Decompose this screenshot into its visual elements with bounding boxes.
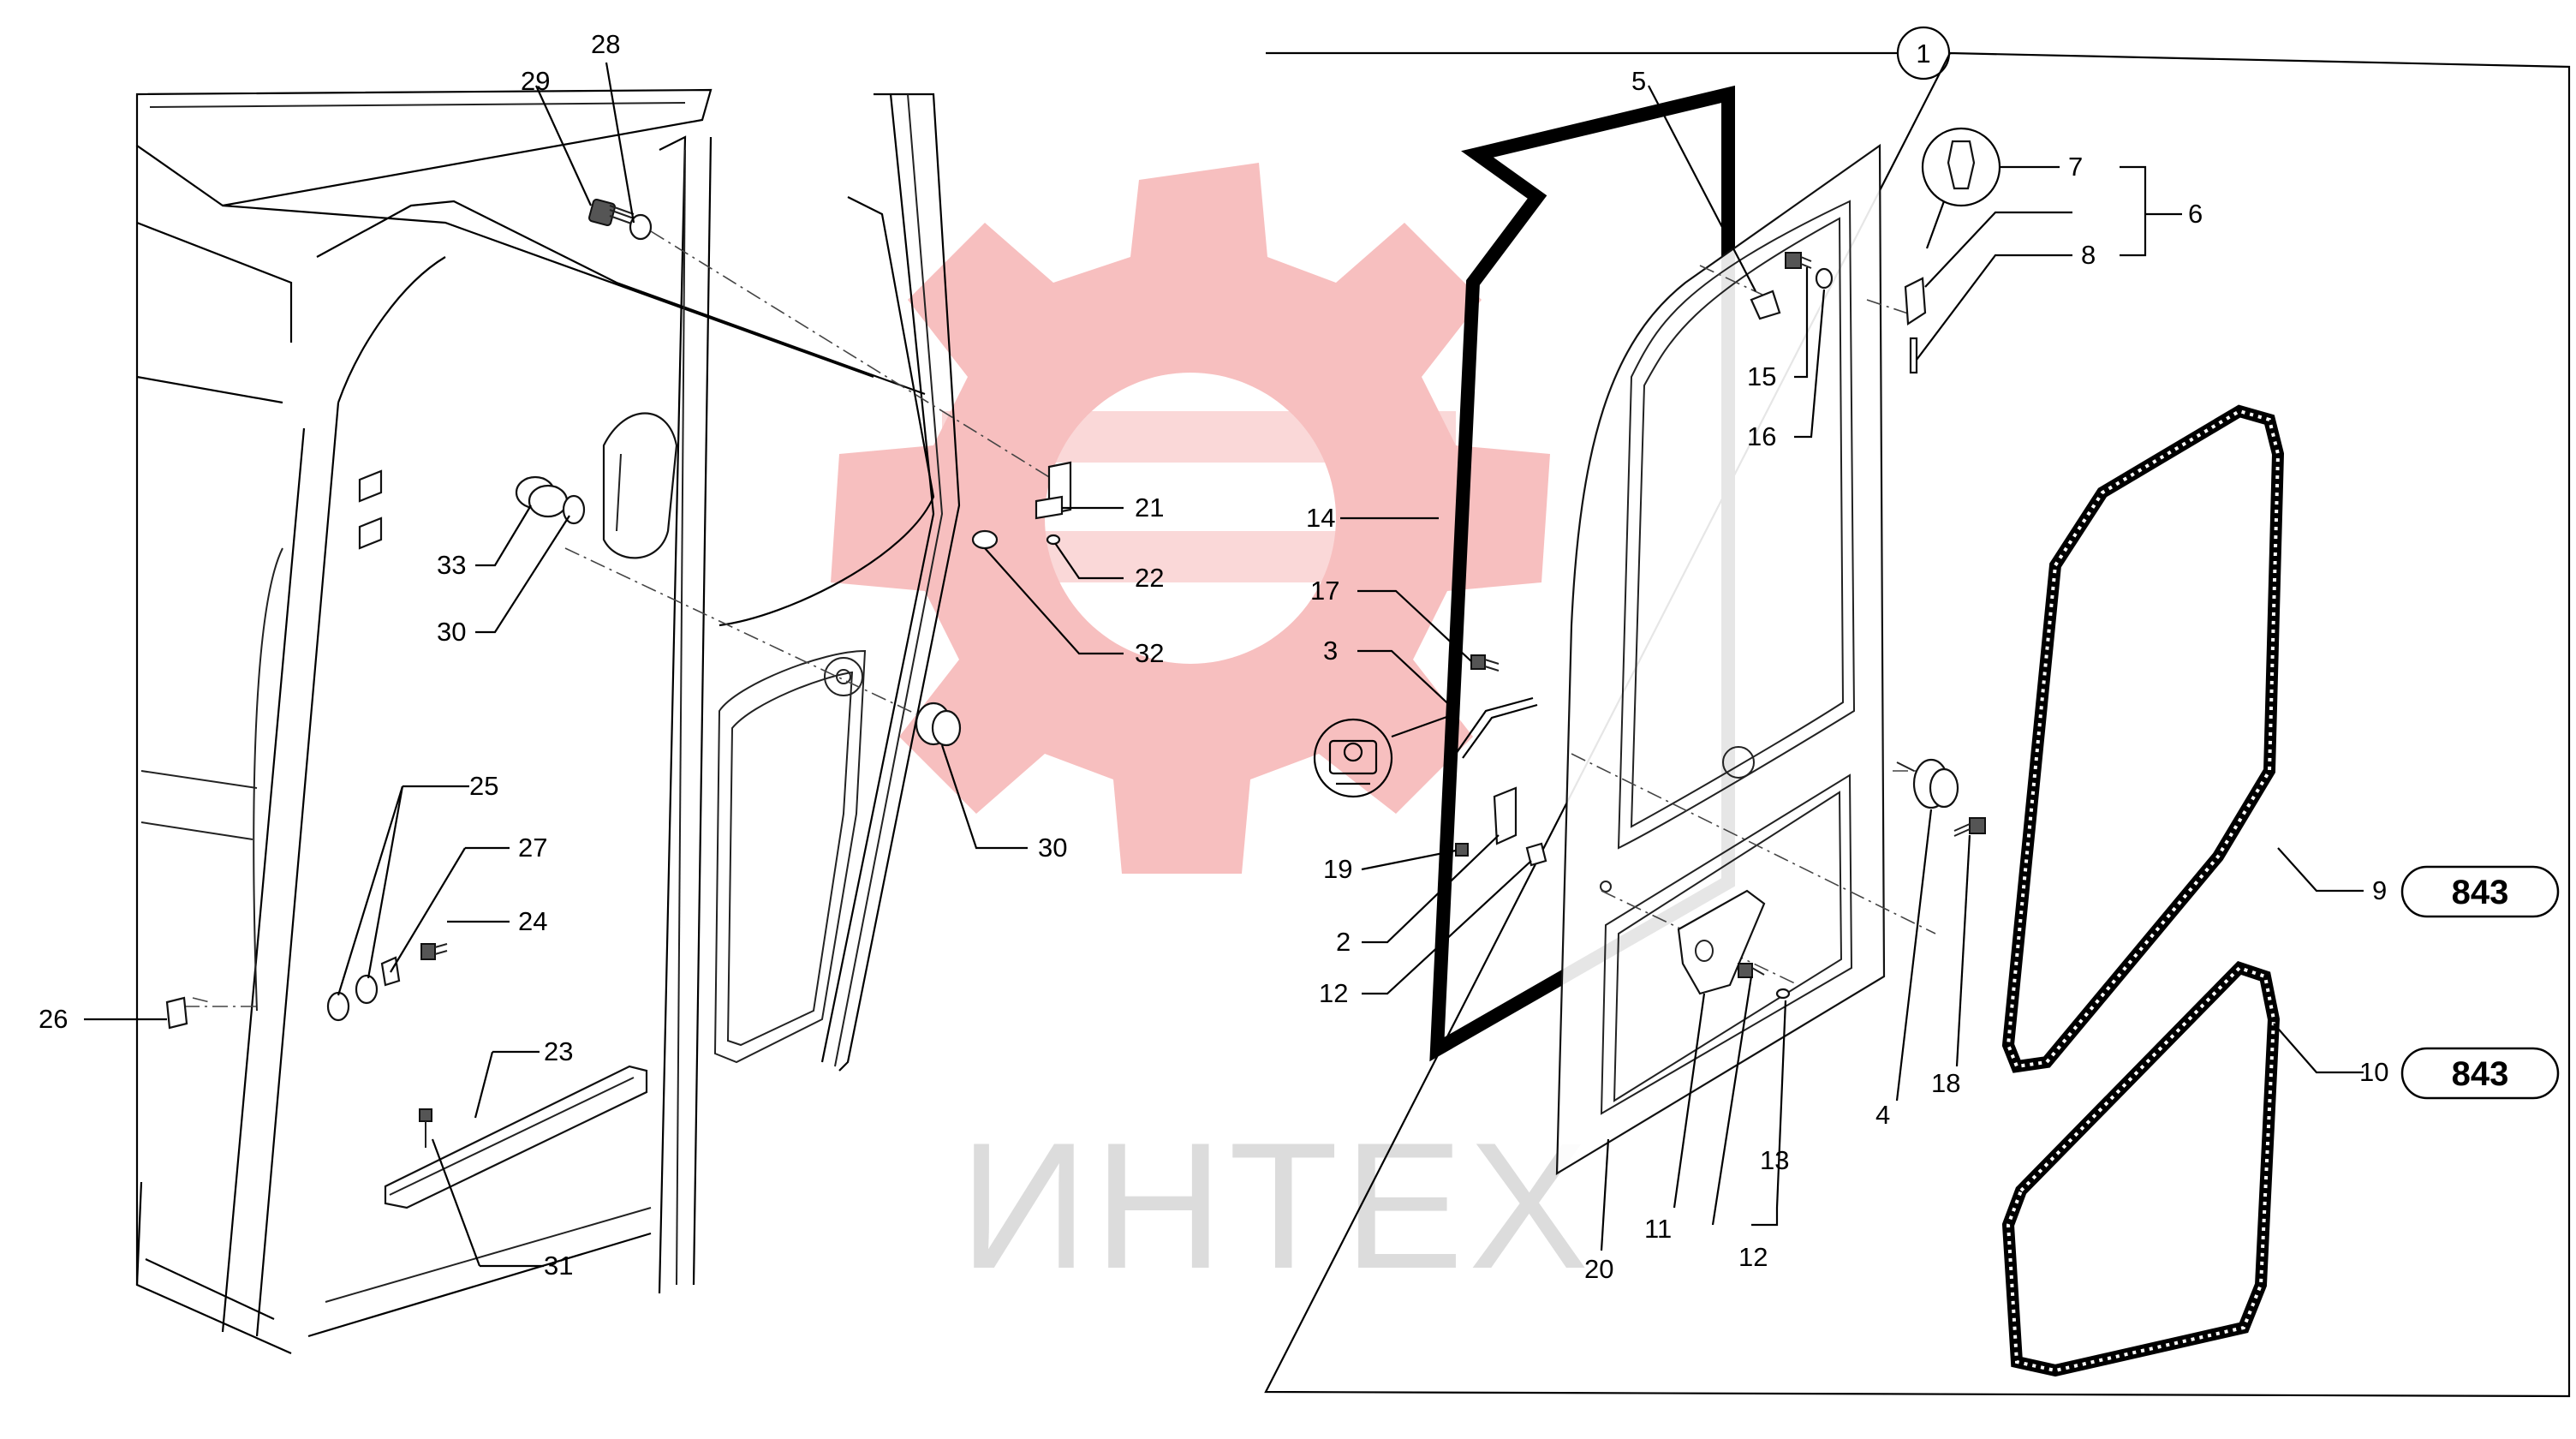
callout-5: 5 — [1631, 66, 1646, 96]
latch-2-icon — [1493, 786, 1518, 845]
watermark-text: ИНТЕХ — [959, 1105, 1594, 1306]
bolt-15-icon — [1785, 252, 1812, 269]
callout-20: 20 — [1584, 1254, 1613, 1284]
reference-badge-10[interactable]: 843 — [2400, 1047, 2560, 1100]
callout-29: 29 — [521, 66, 550, 96]
watermark: ИНТЕХ — [831, 163, 1594, 1306]
lock-cylinder-4-icon — [1896, 758, 1959, 809]
handle-3-icon — [1455, 696, 1534, 755]
callout-31: 31 — [544, 1251, 573, 1281]
callout-21: 21 — [1135, 493, 1164, 522]
callout-7: 7 — [2068, 152, 2083, 182]
bumper-30-icon — [915, 702, 962, 747]
washer-28-icon — [629, 213, 653, 241]
reference-badge-10-text: 843 — [2452, 1055, 2509, 1093]
nut-26-icon — [165, 996, 188, 1030]
callout-4: 4 — [1875, 1100, 1890, 1130]
callout-8: 8 — [2081, 240, 2096, 270]
seal-9 — [2001, 404, 2285, 1073]
washer-25a-icon — [326, 991, 350, 1022]
bolt-31-icon — [419, 1108, 432, 1148]
door-assembly-box: 1 — [1264, 26, 2571, 1398]
inside-handle-11-icon — [1677, 889, 1766, 995]
callout-26: 26 — [39, 1004, 68, 1034]
callout-3: 3 — [1323, 636, 1338, 666]
leaders-right — [1340, 85, 2364, 1251]
reference-badge-9[interactable]: 843 — [2400, 865, 2560, 918]
screw-18-icon — [1953, 817, 1986, 837]
callout-12a: 12 — [1319, 978, 1348, 1008]
callout-17: 17 — [1310, 576, 1339, 606]
callout-15: 15 — [1747, 361, 1776, 391]
assembly-number-circle — [1896, 26, 1951, 81]
callout-19: 19 — [1323, 854, 1352, 884]
callout-9: 9 — [2372, 875, 2387, 905]
pin-8-icon — [1909, 337, 1918, 374]
callout-14: 14 — [1306, 503, 1335, 533]
callout-6: 6 — [2188, 199, 2203, 229]
callout-24: 24 — [518, 906, 547, 936]
striker-5-icon — [1750, 290, 1781, 320]
hinge-6-icon — [1904, 277, 1927, 325]
bolt-17-icon — [1470, 654, 1500, 672]
washer-32-icon — [971, 529, 999, 550]
step-plate-23-icon — [384, 1065, 648, 1209]
bolt-29-icon — [587, 198, 635, 227]
glass-seal-14 — [1429, 85, 1735, 1062]
callout-30b: 30 — [1038, 833, 1067, 863]
parts-left — [165, 198, 1072, 1209]
alignment-lines-left — [184, 230, 1054, 1007]
callout-labels-left: 29 28 21 22 32 33 30 30 25 27 24 26 23 3… — [39, 29, 1164, 1281]
cab-frame — [135, 88, 961, 1355]
grease-nipple-7-icon — [1921, 127, 2001, 249]
reference-badge-9-text: 843 — [2452, 874, 2509, 911]
screw-24-icon — [420, 943, 448, 960]
nut-12-icon — [1525, 842, 1547, 867]
callout-33: 33 — [437, 550, 466, 580]
seal-10 — [2001, 960, 2281, 1377]
callout-27: 27 — [518, 833, 547, 863]
callout-11: 11 — [1644, 1214, 1672, 1244]
callout-23: 23 — [544, 1036, 573, 1066]
callout-30a: 30 — [437, 617, 466, 647]
assembly-number: 1 — [1916, 39, 1930, 69]
washer-16-icon — [1815, 267, 1834, 290]
watermark-bands — [925, 411, 1473, 582]
leaders-left — [84, 62, 1124, 1268]
callout-10: 10 — [2359, 1057, 2388, 1087]
bumper-33-icon — [515, 475, 569, 518]
screw-19-icon — [1455, 843, 1469, 857]
callout-32: 32 — [1135, 638, 1164, 668]
parts-right — [1313, 127, 2001, 1000]
callout-13: 13 — [1760, 1145, 1789, 1175]
callout-12b: 12 — [1738, 1242, 1768, 1272]
washer-25b-icon — [355, 974, 379, 1005]
callout-28: 28 — [591, 29, 620, 59]
washer-22-icon — [1046, 534, 1061, 546]
callout-2: 2 — [1336, 927, 1351, 957]
door-panel-20 — [1555, 143, 1886, 1175]
door-lock-symbol-icon — [1313, 718, 1393, 798]
callout-25: 25 — [469, 771, 498, 801]
screw-13-icon — [1738, 963, 1791, 1000]
callout-18: 18 — [1931, 1068, 1960, 1098]
callout-16: 16 — [1747, 421, 1776, 451]
callout-labels-right: 5 7 6 8 15 16 14 17 3 19 2 12 4 18 9 10 … — [1306, 66, 2388, 1284]
callout-22: 22 — [1135, 563, 1164, 593]
